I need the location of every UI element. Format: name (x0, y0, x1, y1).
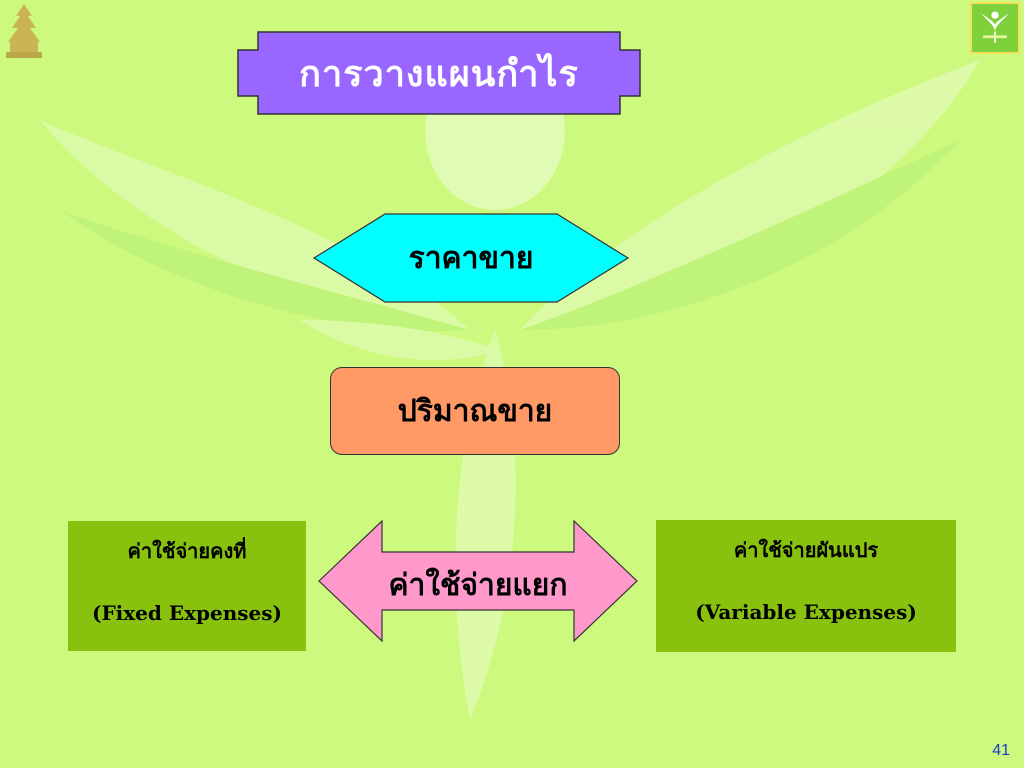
university-seal-icon (6, 4, 42, 58)
split-cost-label: ค่าใช้จ่ายแยก (388, 567, 568, 603)
sales-volume-box: ปริมาณขาย (330, 367, 620, 455)
fixed-expenses-thai: ค่าใช้จ่ายคงที่ (127, 539, 247, 563)
selling-price-label: ราคาขาย (408, 240, 534, 276)
variable-expenses-english: (Variable Expenses) (695, 600, 917, 624)
fixed-expenses-box: ค่าใช้จ่ายคงที่ (Fixed Expenses) (68, 521, 306, 651)
corner-logo-icon (970, 2, 1020, 54)
fixed-expenses-english: (Fixed Expenses) (92, 601, 282, 625)
variable-expenses-box: ค่าใช้จ่ายผันแปร (Variable Expenses) (656, 520, 956, 652)
sales-volume-label: ปริมาณขาย (397, 393, 553, 429)
title-banner: การวางแผนกำไร (236, 30, 642, 116)
variable-expenses-thai: ค่าใช้จ่ายผันแปร (733, 538, 879, 562)
page-title: การวางแผนกำไร (299, 52, 579, 95)
selling-price-hexagon: ราคาขาย (313, 213, 629, 303)
page-number: 41 (992, 742, 1010, 759)
split-cost-double-arrow: ค่าใช้จ่ายแยก (318, 520, 638, 642)
